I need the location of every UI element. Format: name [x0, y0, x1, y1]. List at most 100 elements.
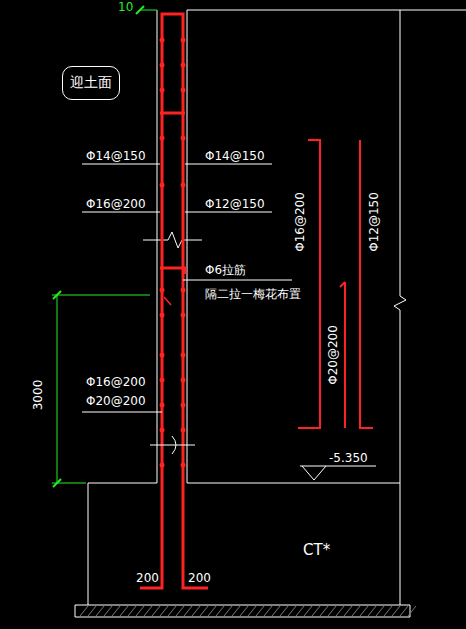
cushion-hatch — [96, 606, 104, 616]
distribution-bars — [181, 463, 186, 468]
concrete-outline — [75, 605, 76, 617]
concrete-outline — [187, 10, 188, 483]
cushion-hatch — [168, 606, 176, 616]
bar-schedule — [298, 140, 320, 428]
cushion-hatch — [184, 606, 192, 616]
concrete-outline — [394, 10, 406, 605]
distribution-bars — [160, 463, 165, 468]
dimension-line — [52, 295, 150, 296]
leader-line — [150, 445, 195, 446]
cushion-hatch — [240, 606, 248, 616]
dimension-text: 3000 — [31, 380, 45, 411]
distribution-bars — [181, 183, 186, 188]
rebar-label: Φ14@150 — [86, 149, 146, 163]
rebar-label: Φ12@150 — [205, 197, 265, 211]
cushion-hatch — [128, 606, 136, 616]
cushion-hatch — [376, 606, 384, 616]
concrete-outline — [75, 617, 410, 618]
cushion-hatch — [136, 606, 144, 616]
leader-line — [82, 164, 160, 165]
cushion-hatch — [256, 606, 264, 616]
cushion-hatch — [328, 606, 336, 616]
cushion-hatch — [320, 606, 328, 616]
level-symbol — [300, 466, 376, 467]
cushion-hatch — [176, 606, 184, 616]
leader-line — [82, 212, 160, 213]
level-text: -5.350 — [329, 451, 368, 465]
leader-line — [172, 436, 176, 454]
distribution-bars — [160, 403, 165, 408]
distribution-bars — [181, 38, 186, 43]
distribution-bars — [160, 378, 165, 383]
distribution-bars — [181, 136, 186, 141]
break-line — [143, 232, 202, 248]
concrete-outline — [75, 10, 466, 617]
cushion-hatch — [400, 606, 408, 616]
level-symbol — [300, 466, 376, 480]
cushion-hatch — [144, 606, 152, 616]
cushion-hatch — [408, 606, 416, 616]
distribution-bars — [181, 353, 186, 358]
dimension-line — [57, 295, 58, 483]
foundation-label: CT* — [303, 543, 330, 557]
cushion-hatch — [384, 606, 392, 616]
hook-length: 200 — [188, 571, 211, 585]
cushion-hatch — [216, 606, 224, 616]
rebar — [160, 268, 185, 274]
bar-schedule — [298, 140, 373, 428]
dimension-line — [52, 6, 157, 487]
level-symbol — [302, 466, 326, 480]
distribution-bars — [160, 428, 165, 433]
distribution-bars — [160, 313, 165, 318]
bar-schedule — [344, 282, 346, 428]
dimension-line — [136, 6, 144, 14]
leader-line — [185, 212, 272, 213]
rebar-label: Φ12@150 — [367, 192, 381, 252]
cushion-hatch — [80, 606, 88, 616]
rebar — [164, 297, 171, 305]
distribution-bars — [181, 403, 186, 408]
cushion-hatch — [296, 606, 304, 616]
cushion-hatch — [352, 606, 360, 616]
rebar-label: Φ16@200 — [86, 375, 146, 389]
hook-length: 200 — [136, 571, 159, 585]
box-text: 迎土面 — [70, 74, 112, 92]
concrete-outline — [187, 483, 400, 484]
concrete-outline — [75, 605, 410, 606]
rebar-label: Φ14@150 — [205, 149, 265, 163]
cushion-hatch — [264, 606, 272, 616]
cushion-hatch — [280, 606, 288, 616]
distribution-bars — [160, 88, 165, 93]
cushion-hatch — [368, 606, 376, 616]
dimension-line — [53, 291, 61, 299]
cushion-hatch — [200, 606, 208, 616]
rebar-label: Φ16@200 — [293, 192, 307, 252]
cushion-hatch — [312, 606, 320, 616]
concrete-outline — [187, 10, 466, 11]
cushion-hatch — [104, 606, 112, 616]
distribution-bars — [160, 38, 165, 43]
distribution-bars — [181, 428, 186, 433]
cushion-hatch — [272, 606, 280, 616]
cushion-hatch — [392, 606, 400, 616]
cushion-hatch — [112, 606, 120, 616]
cushion-hatch — [192, 606, 200, 616]
cushion-hatch — [224, 606, 232, 616]
bar-schedule — [340, 282, 345, 287]
cushion-hatch — [248, 606, 256, 616]
rebar-label: Φ16@200 — [86, 197, 146, 211]
cushion-hatch — [80, 606, 416, 616]
cushion-hatch — [344, 606, 352, 616]
tie-label: Φ6拉筋 — [205, 263, 246, 277]
leader-line — [82, 412, 162, 413]
distribution-bars — [181, 288, 186, 293]
break-line — [143, 232, 202, 248]
dimension-line — [53, 479, 61, 487]
distribution-bars — [181, 313, 186, 318]
distribution-bars — [160, 288, 165, 293]
rebar-label: Φ20@200 — [326, 325, 340, 385]
dimension-line — [140, 10, 157, 11]
cushion-hatch — [160, 606, 168, 616]
